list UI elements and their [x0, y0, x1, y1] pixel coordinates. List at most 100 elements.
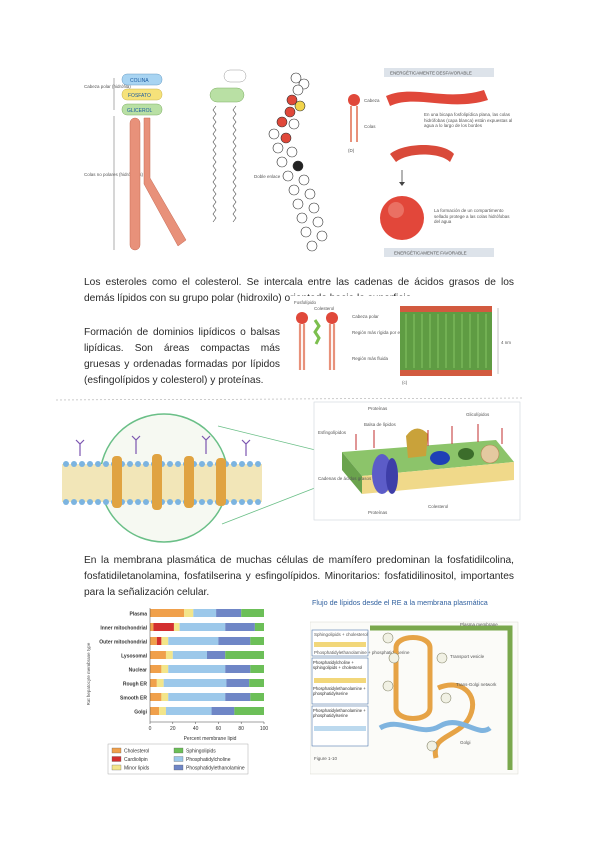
legend-label: Phosphatidylethanolamine: [186, 766, 245, 772]
bar-2-1: [173, 623, 180, 631]
cabeza-label: Cabeza: [364, 98, 380, 103]
bar-4-2: [218, 637, 251, 645]
bar-5-5: [249, 679, 264, 687]
sterols-paragraph-text: Los esteroles como el colesterol. Se int…: [84, 277, 514, 304]
sterols-paragraph-top: Los esteroles como el colesterol. Se int…: [84, 275, 514, 307]
colesterol-fig3-label: Colesterol: [428, 504, 448, 509]
box3-label: Phosphatidylcholine + sphingolipids + ch…: [313, 660, 363, 670]
lipid-composition-chart: Rat hepatocyte membrane type Percent mem…: [84, 604, 274, 776]
colina-box: [121, 73, 163, 86]
region-fluida-label: Región más fluida: [352, 356, 389, 361]
proteinas-b-label: Proteínas: [368, 510, 388, 515]
bar-3-6: [168, 693, 226, 701]
cholesterol-shape: [313, 319, 321, 345]
golgi-label: Golgi: [460, 740, 471, 745]
tgn-label: Trans-Golgi network: [456, 682, 497, 687]
curving-bilayer: [390, 145, 454, 162]
x-tick-label: 0: [149, 726, 152, 732]
legend-swatch: [173, 764, 184, 771]
fosfato-label: FOSFATO: [128, 93, 151, 99]
bar-5-0: [241, 609, 264, 617]
glycerol-formula: [209, 87, 245, 103]
trans-golgi: [393, 635, 433, 721]
torn-edge: [56, 397, 522, 401]
bar-5-6: [250, 693, 264, 701]
bar-4-7: [211, 707, 235, 715]
x-tick-label: 60: [216, 726, 222, 732]
tail-label: Colas no polares (hidrófobas): [84, 172, 144, 177]
bar-4-0: [216, 609, 242, 617]
rafts-paragraph-text: Formación de dominios lipídicos o balsas…: [84, 327, 280, 386]
flow-title: Flujo de lípidos desde el RE a la membra…: [312, 598, 488, 607]
chart-xlabel: Percent membrane lipid: [184, 736, 237, 742]
unfav-desc: En una bicapa fosfolipídica plana, las c…: [424, 112, 513, 128]
flat-bilayer: [386, 90, 488, 106]
bar-0-3: [150, 651, 166, 659]
tail-2: [143, 117, 187, 247]
er-membrane: [378, 720, 492, 733]
x-tick-label: 40: [193, 726, 199, 732]
bar-1-1: [153, 623, 174, 631]
nm-label: 4 nm: [501, 340, 511, 345]
category-label: Outer mitochondrial: [99, 640, 147, 646]
bar-0-7: [150, 707, 160, 715]
bar-3-1: [179, 623, 226, 631]
bar-0-4: [150, 665, 162, 673]
left-bilayer: [62, 435, 262, 510]
bar-5-4: [250, 665, 264, 673]
category-label: Golgi: [134, 710, 147, 716]
category-label: Rough ER: [123, 682, 148, 688]
cadenas-label: Cadenas de ácidos grasos: [318, 476, 372, 481]
legend-swatch: [173, 756, 184, 762]
bar-3-2: [168, 637, 219, 645]
glicerol-label: GLICEROL: [127, 108, 153, 114]
bar-3-5: [163, 679, 227, 687]
pm-composition-paragraph: En la membrana plasmática de muchas célu…: [84, 553, 514, 601]
category-label: Lysosomal: [121, 654, 148, 660]
colas-label: Colas: [364, 124, 376, 129]
lipid-chart-svg: Rat hepatocyte membrane type Percent mem…: [86, 608, 269, 775]
category-label: Plasma: [129, 612, 147, 618]
glicolipidos-label: Glicolípidos: [466, 412, 490, 417]
arrow-head: [399, 182, 405, 186]
raft-bilayer: [342, 424, 514, 494]
legend-label: Phosphatidylcholine: [186, 757, 231, 763]
box2-label: Phosphatidylethanolamine + phosphatidyls…: [314, 650, 410, 655]
vesicle-highlight: [388, 202, 404, 218]
bar-4-3: [207, 651, 226, 659]
box3b-label: Phosphatidylethanolamine + phosphatidyls…: [313, 686, 366, 696]
bar-5-2: [250, 637, 264, 645]
legend-label: Cholesterol: [124, 749, 149, 755]
balsa-label: Balsa de lípidos: [364, 422, 397, 427]
legend-label: Sphingolipids: [186, 749, 216, 755]
legend-label: Cardiolipin: [124, 757, 148, 763]
bar-4-4: [225, 665, 251, 673]
fig-label: Figure 1-10: [314, 756, 338, 761]
chain-formula: [212, 105, 237, 223]
fav-label: ENERGÉTICAMENTE FAVORABLE: [394, 250, 467, 256]
headgroup-formula: [223, 69, 247, 83]
pm-label: Plasma membrane: [460, 622, 498, 627]
esfingolipidos-label: Esfingolípidos: [318, 430, 347, 435]
fosfato-box: [121, 88, 163, 101]
bar-3-7: [165, 707, 212, 715]
space-filling-model: [268, 72, 328, 252]
legend-swatch: [173, 747, 184, 754]
composition-boxes: [311, 629, 369, 747]
bar-2-2: [161, 637, 169, 645]
rafts-paragraph: Formación de dominios lipídicos o balsas…: [84, 325, 280, 389]
chart-ylabel: Rat hepatocyte membrane type: [86, 642, 91, 705]
bar-0-6: [150, 693, 162, 701]
bar-0-0: [150, 609, 185, 617]
colesterol-label: Colesterol: [314, 306, 334, 311]
lipid-head-2: [326, 312, 338, 324]
bar-3-0: [193, 609, 217, 617]
x-tick-label: 100: [260, 726, 269, 732]
transport-label: Transport vesicle: [450, 654, 485, 659]
bar-5-1: [254, 623, 264, 631]
bar-5-7: [234, 707, 264, 715]
golgi-cisterna: [432, 682, 476, 759]
